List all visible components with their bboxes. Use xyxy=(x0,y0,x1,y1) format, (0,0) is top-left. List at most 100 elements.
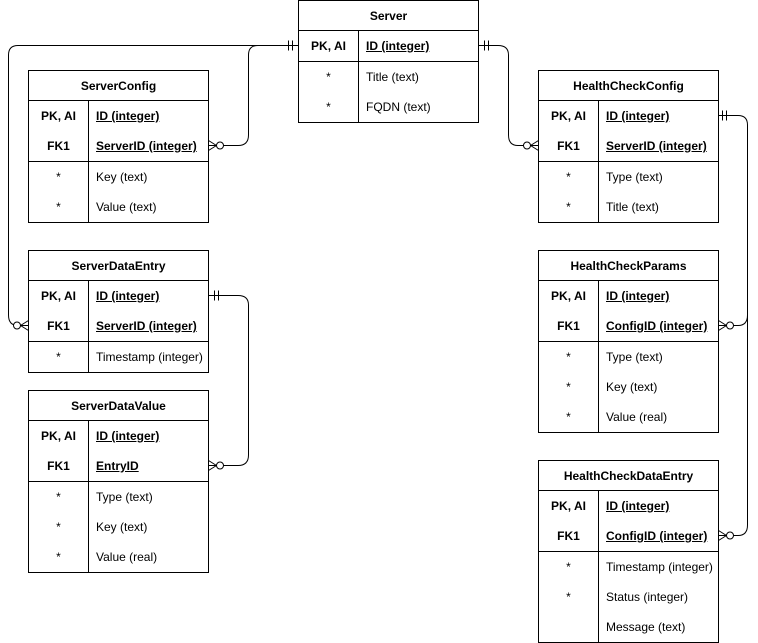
field-label: Type (text) xyxy=(606,350,663,364)
key-label: * xyxy=(539,342,599,372)
key-label: * xyxy=(539,552,599,582)
attribute-row: Message (text) xyxy=(539,612,718,642)
relation-server-serverconfig xyxy=(208,40,299,151)
field-label: ID (integer) xyxy=(606,499,670,513)
key-label: PK, AI xyxy=(539,491,599,521)
field-label: ConfigID (integer) xyxy=(606,529,708,543)
field-label: ServerID (integer) xyxy=(96,139,197,153)
field-label: Value (text) xyxy=(96,200,157,214)
key-label: FK1 xyxy=(539,521,599,551)
field-label: ID (integer) xyxy=(96,289,160,303)
attribute-row: * Value (real) xyxy=(29,542,208,572)
attribute-section: * Type (text) * Title (text) xyxy=(539,162,718,222)
key-section: PK, AI ID (integer) FK1 ConfigID (intege… xyxy=(539,281,718,342)
entity-title: Server xyxy=(299,1,478,31)
attribute-section: * Type (text) * Key (text) * Value (real… xyxy=(29,482,208,572)
key-label: * xyxy=(299,62,359,92)
attribute-row: * Key (text) xyxy=(29,162,208,192)
fk-row: FK1 ServerID (integer) xyxy=(539,131,718,161)
key-label: PK, AI xyxy=(299,31,359,61)
attribute-row: * Title (text) xyxy=(539,192,718,222)
key-label: PK, AI xyxy=(29,281,89,311)
key-label: FK1 xyxy=(29,311,89,341)
field-label: ID (integer) xyxy=(366,39,430,53)
key-label: * xyxy=(539,372,599,402)
entity-server-data-entry[interactable]: ServerDataEntry PK, AI ID (integer) FK1 … xyxy=(28,250,209,373)
entity-health-check-data-entry[interactable]: HealthCheckDataEntry PK, AI ID (integer)… xyxy=(538,460,719,643)
attribute-row: * Status (integer) xyxy=(539,582,718,612)
attribute-section: * Type (text) * Key (text) * Value (real… xyxy=(539,342,718,432)
fk-row: FK1 ConfigID (integer) xyxy=(539,521,718,551)
entity-health-check-params[interactable]: HealthCheckParams PK, AI ID (integer) FK… xyxy=(538,250,719,433)
pk-row: PK, AI ID (integer) xyxy=(29,101,208,131)
field-label: FQDN (text) xyxy=(366,100,431,114)
field-label: ID (integer) xyxy=(606,109,670,123)
entity-health-check-config[interactable]: HealthCheckConfig PK, AI ID (integer) FK… xyxy=(538,70,719,223)
field-label: Timestamp (integer) xyxy=(96,350,203,364)
entity-title: ServerDataEntry xyxy=(29,251,208,281)
entity-server-config[interactable]: ServerConfig PK, AI ID (integer) FK1 Ser… xyxy=(28,70,209,223)
attribute-row: * FQDN (text) xyxy=(299,92,478,122)
key-label: * xyxy=(29,512,89,542)
key-label: FK1 xyxy=(29,131,89,161)
field-label: Value (real) xyxy=(606,410,668,424)
entity-server-data-value[interactable]: ServerDataValue PK, AI ID (integer) FK1 … xyxy=(28,390,209,573)
field-label: Title (text) xyxy=(366,70,419,84)
attribute-row: * Type (text) xyxy=(539,162,718,192)
pk-row: PK, AI ID (integer) xyxy=(299,31,478,61)
key-label: * xyxy=(539,192,599,222)
key-section: PK, AI ID (integer) FK1 ConfigID (intege… xyxy=(539,491,718,552)
attribute-row: * Key (text) xyxy=(29,512,208,542)
attribute-row: * Type (text) xyxy=(539,342,718,372)
relation-server-serverdataentry xyxy=(8,45,299,331)
attribute-row: * Timestamp (integer) xyxy=(29,342,208,372)
attribute-row: * Title (text) xyxy=(299,62,478,92)
attribute-row: * Type (text) xyxy=(29,482,208,512)
entity-title: HealthCheckConfig xyxy=(539,71,718,101)
relation-healthcheckconfig-children xyxy=(718,110,748,541)
fk-row: FK1 ServerID (integer) xyxy=(29,131,208,161)
fk-row: FK1 ServerID (integer) xyxy=(29,311,208,341)
field-label: ID (integer) xyxy=(96,429,160,443)
relation-serverdataentry-serverdatavalue xyxy=(208,290,249,471)
key-label: * xyxy=(539,582,599,612)
attribute-row: * Value (real) xyxy=(539,402,718,432)
key-label: FK1 xyxy=(29,451,89,481)
key-label: * xyxy=(29,482,89,512)
attribute-row: * Value (text) xyxy=(29,192,208,222)
pk-row: PK, AI ID (integer) xyxy=(539,101,718,131)
field-label: ConfigID (integer) xyxy=(606,319,708,333)
attribute-row: * Key (text) xyxy=(539,372,718,402)
key-label: FK1 xyxy=(539,311,599,341)
key-label: * xyxy=(539,402,599,432)
key-label: * xyxy=(539,162,599,192)
pk-row: PK, AI ID (integer) xyxy=(539,491,718,521)
attribute-section: * Key (text) * Value (text) xyxy=(29,162,208,222)
key-label: * xyxy=(29,192,89,222)
field-label: ServerID (integer) xyxy=(96,319,197,333)
field-label: Key (text) xyxy=(96,170,148,184)
key-label: * xyxy=(29,162,89,192)
key-section: PK, AI ID (integer) FK1 ServerID (intege… xyxy=(29,101,208,162)
field-label: Type (text) xyxy=(606,170,663,184)
key-label: PK, AI xyxy=(29,421,89,451)
field-label: Timestamp (integer) xyxy=(606,560,713,574)
key-label: FK1 xyxy=(539,131,599,161)
key-label: * xyxy=(29,542,89,572)
entity-title: ServerDataValue xyxy=(29,391,208,421)
field-label: Message (text) xyxy=(606,620,686,634)
key-section: PK, AI ID (integer) FK1 ServerID (intege… xyxy=(29,281,208,342)
key-label: PK, AI xyxy=(539,101,599,131)
entity-title: HealthCheckDataEntry xyxy=(539,461,718,491)
fk-row: FK1 ConfigID (integer) xyxy=(539,311,718,341)
attribute-section: * Title (text) * FQDN (text) xyxy=(299,62,478,122)
relation-server-healthcheckconfig xyxy=(478,40,539,151)
fk-row: FK1 EntryID xyxy=(29,451,208,481)
pk-row: PK, AI ID (integer) xyxy=(29,281,208,311)
entity-server[interactable]: Server PK, AI ID (integer) * Title (text… xyxy=(298,0,479,123)
field-label: Status (integer) xyxy=(606,590,689,604)
key-section: PK, AI ID (integer) FK1 EntryID xyxy=(29,421,208,482)
key-label: PK, AI xyxy=(539,281,599,311)
field-label: Title (text) xyxy=(606,200,659,214)
